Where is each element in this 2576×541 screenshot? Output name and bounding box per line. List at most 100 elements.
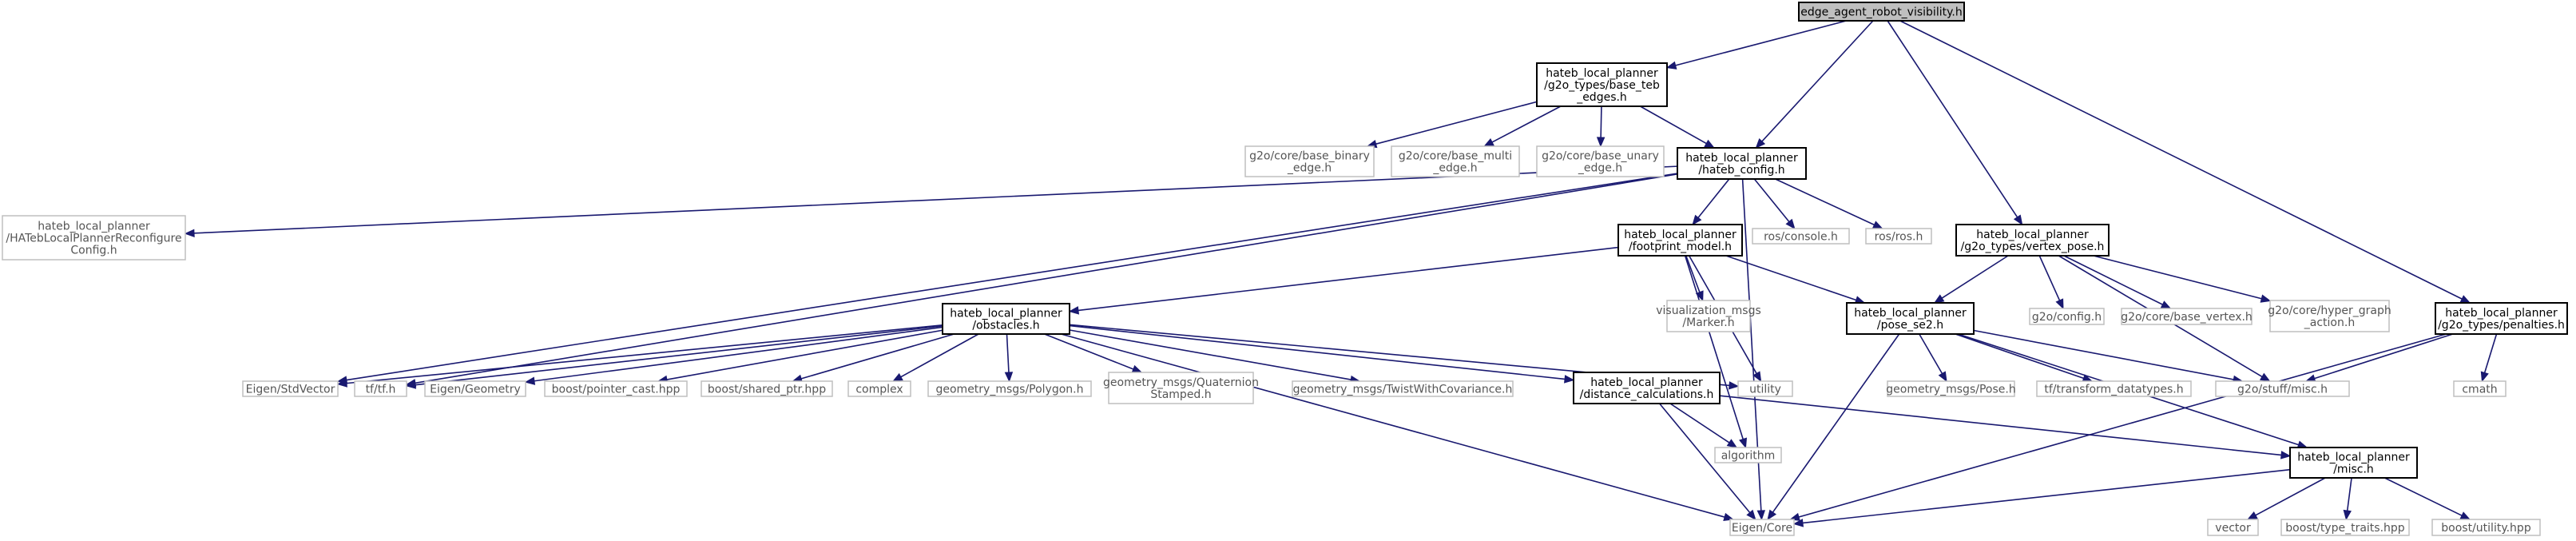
edge-line [1973, 329, 2234, 380]
edge-dist-calc-to-algorithm [1669, 403, 1738, 448]
edge-root-to-hateb-config [1755, 20, 1874, 149]
node-box [1391, 145, 1520, 177]
node-label-line: hateb_local_planner [1624, 229, 1737, 241]
node-label-line: _edges.h [1576, 91, 1627, 104]
edge-footprint-to-vis-marker [1685, 255, 1704, 302]
edge-hateb-config-to-ros-console [1753, 178, 1796, 230]
node-label-line: utility [1749, 384, 1781, 396]
node-label-line: _edge.h [1432, 162, 1477, 175]
node-label-line: g2o/stuff/misc.h [2237, 384, 2328, 396]
node-label-line: /footprint_model.h [1629, 241, 1732, 253]
node-geo-polygon: geometry_msgs/Polygon.h [927, 380, 1092, 397]
node-box [1677, 147, 1807, 180]
edge-line [1955, 333, 2084, 380]
node-label-line: _action.h [2304, 316, 2355, 329]
node-label-line: cmath [2462, 384, 2497, 396]
node-label-line: hateb_local_planner [38, 221, 150, 233]
node-box [1752, 228, 1850, 245]
arrowhead [1752, 371, 1762, 383]
node-ros-console: ros/console.h [1752, 228, 1850, 245]
node-reconfig: hateb_local_planner/HATebLocalPlannerRec… [2, 215, 186, 261]
edge-vertex-pose-to-hyper-graph [2093, 255, 2272, 303]
edge-line [666, 329, 943, 380]
edge-line [1941, 255, 2009, 299]
edge-line [2038, 255, 2061, 301]
edge-line [2483, 333, 2498, 373]
node-tf-h: tf/tf.h [354, 380, 407, 397]
arrowhead [1739, 437, 1748, 449]
edge-hateb-config-to-tf-h [405, 173, 1678, 388]
node-obstacles[interactable]: hateb_local_planner/obstacles.h [942, 303, 1070, 335]
arrowhead [405, 380, 417, 389]
node-misc[interactable]: hateb_local_planner/misc.h [2289, 447, 2418, 479]
node-hateb-config[interactable]: hateb_local_planner/hateb_config.h [1677, 147, 1807, 180]
edge-penalties-to-cmath [2480, 333, 2498, 383]
node-label-line: vector [2215, 522, 2251, 535]
arrowhead [1792, 519, 1804, 527]
edge-line [1697, 178, 1730, 218]
node-penalties[interactable]: hateb_local_planner/g2o_types/penalties.… [2435, 302, 2568, 335]
arrowhead [1726, 439, 1738, 448]
node-box [2269, 300, 2390, 332]
node-vis-marker: visualization_msgs/Marker.h [1656, 300, 1761, 332]
edge-line [1887, 20, 2018, 218]
node-base-teb[interactable]: hateb_local_planner/g2o_types/base_teb_e… [1536, 62, 1668, 107]
arrowhead [2259, 372, 2271, 382]
arrowhead [1723, 512, 1735, 521]
edge-line [1600, 105, 1602, 138]
node-label-line: geometry_msgs/Polygon.h [935, 384, 1083, 396]
node-tf-transform: tf/transform_datatypes.h [2036, 380, 2192, 397]
edge-root-to-penalties [1899, 20, 2471, 304]
edge-line [1375, 101, 1538, 145]
node-vector: vector [2207, 519, 2259, 536]
edge-line [1006, 333, 1010, 373]
node-label-line: g2o/core/base_binary [1249, 150, 1370, 163]
edge-line [1685, 255, 1701, 292]
edge-misc-to-vector [2246, 477, 2326, 520]
edge-hateb-config-to-reconfig [184, 165, 1678, 238]
node-label-line: hateb_local_planner [1854, 307, 1967, 320]
node-eigen-core: Eigen/Core [1729, 519, 1795, 536]
node-box [847, 380, 911, 397]
node-label-line: hateb_local_planner [2297, 451, 2410, 464]
node-root[interactable]: edge_agent_robot_visibility.h [1798, 2, 1965, 22]
arrowhead [1756, 510, 1766, 521]
node-algorithm: algorithm [1714, 447, 1782, 463]
node-label-line: _edge.h [1287, 162, 1332, 175]
node-label-line: g2o/core/base_multi [1399, 150, 1512, 163]
edge-line [1069, 329, 1352, 380]
node-box [1617, 224, 1743, 257]
edge-line [1919, 333, 1943, 374]
edge-pose-se2-to-geo-pose [1919, 333, 1947, 383]
node-label-line: tf/tf.h [366, 384, 396, 396]
edge-penalties-to-g2o-misc [2304, 333, 2454, 383]
node-label-line: geometry_msgs/Pose.h [1886, 384, 2015, 396]
node-label-line: Eigen/StdVector [246, 384, 335, 396]
edge-dist-calc-to-eigen-core [1659, 403, 1756, 521]
node-box [1846, 302, 1975, 335]
node-label-line: /obstacles.h [972, 320, 1039, 332]
edge-dist-calc-to-misc [1719, 395, 2292, 459]
node-label-line: /pose_se2.h [1877, 319, 1943, 332]
node-label-line: g2o/core/hyper_graph [2268, 304, 2391, 317]
node-box [1108, 372, 1254, 404]
edge-line [1761, 20, 1874, 142]
arrowhead [1695, 290, 1704, 302]
node-label-line: edge_agent_robot_visibility.h [1800, 6, 1962, 19]
edge-misc-to-boost-util [2384, 477, 2471, 520]
node-eigen-stdvector: Eigen/StdVector [242, 380, 339, 397]
node-g2o-config: g2o/config.h [2029, 308, 2105, 325]
node-dist-calc[interactable]: hateb_local_planner/distance_calculation… [1573, 372, 1721, 404]
node-label-line: boost/utility.hpp [2441, 522, 2531, 535]
node-base-binary: g2o/core/base_binary_edge.h [1244, 145, 1375, 177]
arrowhead [2246, 511, 2258, 520]
edge-line [534, 326, 943, 382]
node-box [927, 380, 1092, 397]
arrowhead [336, 379, 347, 388]
node-vertex-pose[interactable]: hateb_local_planner/g2o_types/vertex_pos… [1955, 224, 2110, 257]
edge-hateb-config-to-footprint [1692, 178, 1730, 226]
node-pose-se2[interactable]: hateb_local_planner/pose_se2.h [1846, 302, 1975, 335]
node-footprint[interactable]: hateb_local_planner/footprint_model.h [1617, 224, 1743, 257]
node-box [1573, 372, 1721, 404]
edge-base-teb-to-base-unary [1596, 105, 1606, 148]
